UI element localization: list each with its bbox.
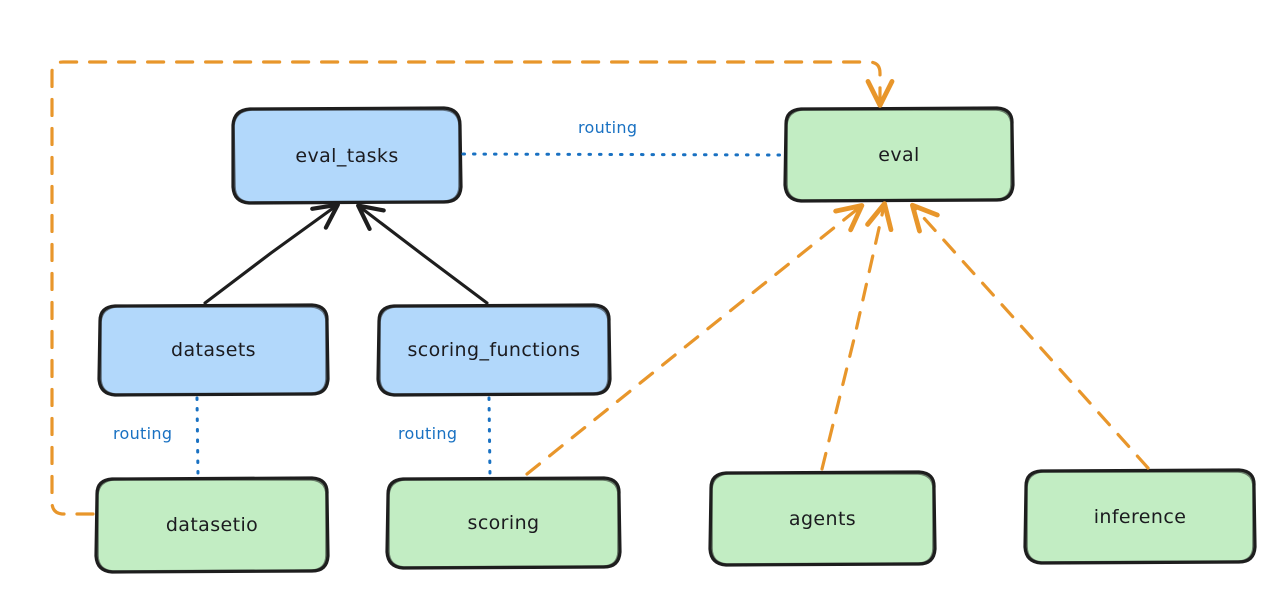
- edge-label-routing-scoring: routing: [398, 424, 458, 443]
- node-inference[interactable]: [1023, 468, 1257, 565]
- node-scoring-shape-overstroke: [388, 479, 619, 568]
- node-agents[interactable]: [708, 470, 937, 567]
- edge-datasets-eval_tasks: [203, 202, 340, 305]
- node-datasets-shape-overstroke: [100, 306, 327, 395]
- edge-scoring_functions-scoring: [487, 396, 492, 478]
- node-datasetio-shape: [94, 476, 330, 574]
- edge-inference-eval: [909, 202, 1150, 470]
- node-inference-shape-overstroke: [1026, 471, 1254, 563]
- node-scoring_functions[interactable]: [376, 303, 612, 397]
- node-inference-shape: [1023, 468, 1257, 565]
- edge-scoring_functions-eval_tasks: [356, 203, 489, 305]
- node-scoring_functions-shape-overstroke: [379, 306, 609, 395]
- edge-label-routing-eval: routing: [578, 118, 638, 137]
- edge-datasetio-eval: [50, 60, 895, 516]
- edge-agents-eval: [820, 201, 894, 471]
- node-eval_tasks[interactable]: [231, 106, 463, 205]
- node-datasetio[interactable]: [94, 476, 330, 574]
- node-scoring_functions-shape: [376, 303, 612, 397]
- edge-eval_tasks-eval: [461, 152, 785, 157]
- node-eval-shape-overstroke: [786, 109, 1012, 201]
- edge-scoring-eval: [525, 203, 865, 476]
- node-scoring-shape: [385, 476, 622, 570]
- node-eval-shape: [783, 106, 1015, 203]
- node-agents-shape: [708, 470, 937, 567]
- node-datasetio-shape-overstroke: [97, 479, 327, 572]
- node-scoring[interactable]: [385, 476, 622, 570]
- node-eval[interactable]: [783, 106, 1015, 203]
- node-eval_tasks-shape-overstroke: [233, 109, 460, 203]
- node-datasets[interactable]: [97, 303, 330, 397]
- node-agents-shape-overstroke: [711, 473, 934, 565]
- edge-label-routing-datasets: routing: [113, 424, 173, 443]
- node-eval_tasks-shape: [231, 106, 463, 205]
- edge-datasets-datasetio: [195, 396, 200, 478]
- node-datasets-shape: [97, 303, 330, 397]
